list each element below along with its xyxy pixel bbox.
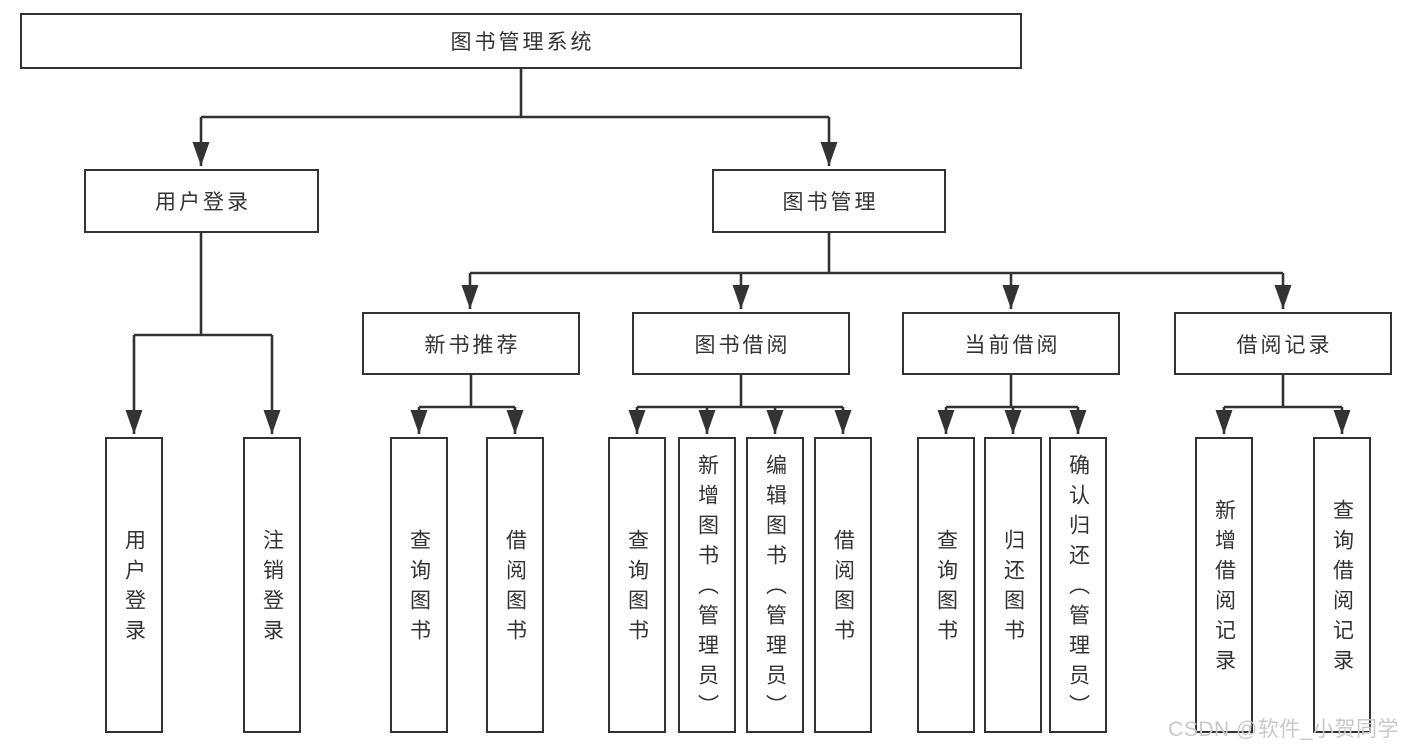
- node-label: 当前借阅: [964, 333, 1061, 357]
- node-label: 图书借阅: [694, 333, 791, 357]
- node-label: 查询图书: [934, 529, 958, 649]
- leaf-br-add-record: 新增借阅记录: [1195, 437, 1253, 733]
- node-label: 借阅图书: [831, 529, 855, 649]
- node-book-management: 图书管理: [712, 169, 946, 233]
- watermark: CSDN @软件_小贺同学: [1168, 718, 1399, 741]
- node-label: 新增图书（管理员）: [695, 454, 719, 724]
- node-label: 用户登录: [155, 191, 251, 214]
- node-label: 借阅记录: [1236, 333, 1333, 357]
- node-label: 查询借阅记录: [1330, 499, 1354, 679]
- node-label: 新书推荐: [424, 333, 521, 357]
- leaf-nb-borrow-books: 借阅图书: [486, 437, 544, 733]
- node-label: 确认归还（管理员）: [1066, 454, 1090, 724]
- node-borrow-records: 借阅记录: [1174, 312, 1392, 375]
- leaf-bb-borrow-books: 借阅图书: [814, 437, 872, 733]
- node-new-book-recommend: 新书推荐: [362, 312, 580, 375]
- node-label: 图书管理: [782, 191, 879, 214]
- node-label: 图书管理系统: [450, 31, 595, 54]
- leaf-cb-query-books: 查询图书: [917, 437, 975, 733]
- node-current-borrow: 当前借阅: [902, 312, 1120, 375]
- leaf-logout: 注销登录: [243, 437, 301, 733]
- leaf-user-login: 用户登录: [105, 437, 163, 733]
- leaf-bb-edit-books-admin: 编辑图书（管理员）: [746, 437, 804, 733]
- leaf-bb-query-books: 查询图书: [608, 437, 666, 733]
- node-label: 归还图书: [1001, 529, 1025, 649]
- node-book-borrow: 图书借阅: [632, 312, 850, 375]
- leaf-br-query-record: 查询借阅记录: [1313, 437, 1371, 733]
- node-label: 查询图书: [625, 529, 649, 649]
- node-root: 图书管理系统: [20, 13, 1022, 69]
- node-label: 编辑图书（管理员）: [763, 454, 787, 724]
- node-user-login: 用户登录: [84, 169, 319, 233]
- leaf-bb-add-books-admin: 新增图书（管理员）: [678, 437, 736, 733]
- leaf-cb-confirm-return-admin: 确认归还（管理员）: [1049, 437, 1107, 733]
- node-label: 注销登录: [260, 529, 284, 649]
- leaf-nb-query-books: 查询图书: [390, 437, 448, 733]
- node-label: 新增借阅记录: [1212, 499, 1236, 679]
- leaf-cb-return-books: 归还图书: [984, 437, 1042, 733]
- node-label: 用户登录: [122, 529, 146, 649]
- node-label: 借阅图书: [503, 529, 527, 649]
- node-label: 查询图书: [407, 529, 431, 649]
